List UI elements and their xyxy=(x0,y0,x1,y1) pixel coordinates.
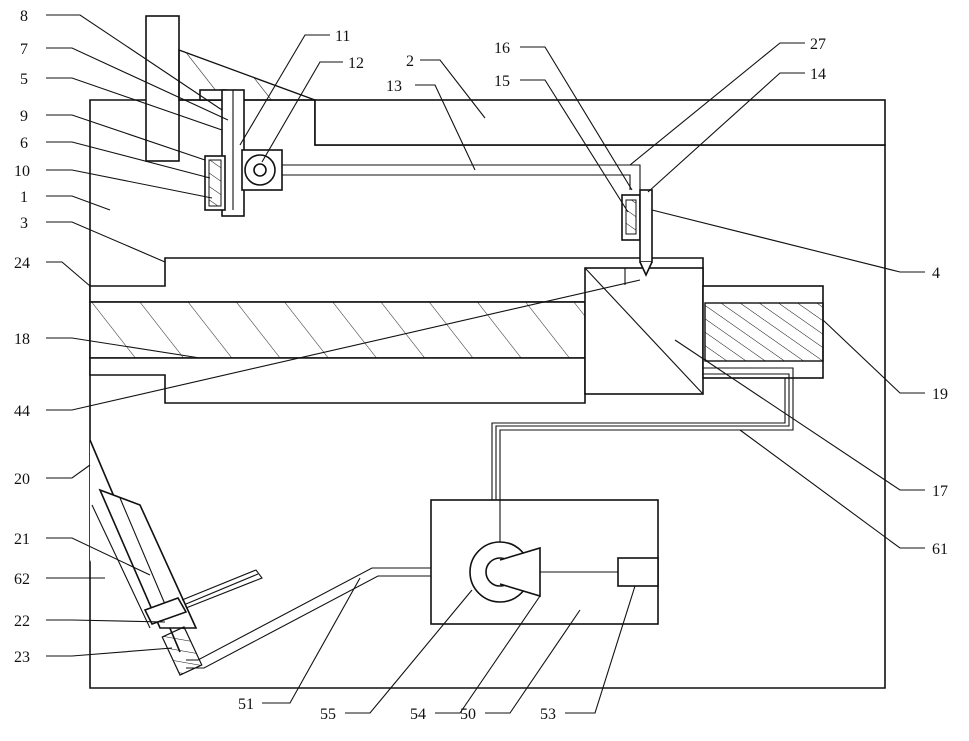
label-9: 9 xyxy=(20,108,28,125)
label-24: 24 xyxy=(14,255,30,272)
vertical-rod-8 xyxy=(146,16,179,161)
label-1: 1 xyxy=(20,189,28,206)
label-20: 20 xyxy=(14,471,30,488)
label-4: 4 xyxy=(932,265,940,282)
label-54: 54 xyxy=(410,706,426,723)
label-44: 44 xyxy=(14,403,30,420)
label-10: 10 xyxy=(14,163,30,180)
label-8: 8 xyxy=(20,8,28,25)
label-14: 14 xyxy=(810,66,826,83)
label-16: 16 xyxy=(494,40,510,57)
label-62: 62 xyxy=(14,571,30,588)
drive-motor-housing xyxy=(703,286,823,378)
inclined-nozzle-assembly xyxy=(90,440,262,676)
label-18: 18 xyxy=(14,331,30,348)
label-7: 7 xyxy=(20,41,28,58)
pump-box xyxy=(431,500,658,624)
lower-channel xyxy=(90,358,585,403)
label-61: 61 xyxy=(932,541,948,558)
label-3: 3 xyxy=(20,215,28,232)
motor-53 xyxy=(618,558,658,586)
label-51: 51 xyxy=(238,696,254,713)
label-17: 17 xyxy=(932,483,948,500)
label-15: 15 xyxy=(494,73,510,90)
label-23: 23 xyxy=(14,649,30,666)
pin-4 xyxy=(640,190,652,262)
label-53: 53 xyxy=(540,706,556,723)
label-2: 2 xyxy=(406,53,414,70)
slider-block xyxy=(585,268,703,394)
label-19: 19 xyxy=(932,386,948,403)
label-5: 5 xyxy=(20,71,28,88)
label-12: 12 xyxy=(348,55,364,72)
label-50: 50 xyxy=(460,706,476,723)
label-22: 22 xyxy=(14,613,30,630)
label-21: 21 xyxy=(14,531,30,548)
label-13: 13 xyxy=(386,78,402,95)
label-11: 11 xyxy=(335,28,350,45)
label-6: 6 xyxy=(20,135,28,152)
label-27: 27 xyxy=(810,36,826,53)
label-55: 55 xyxy=(320,706,336,723)
